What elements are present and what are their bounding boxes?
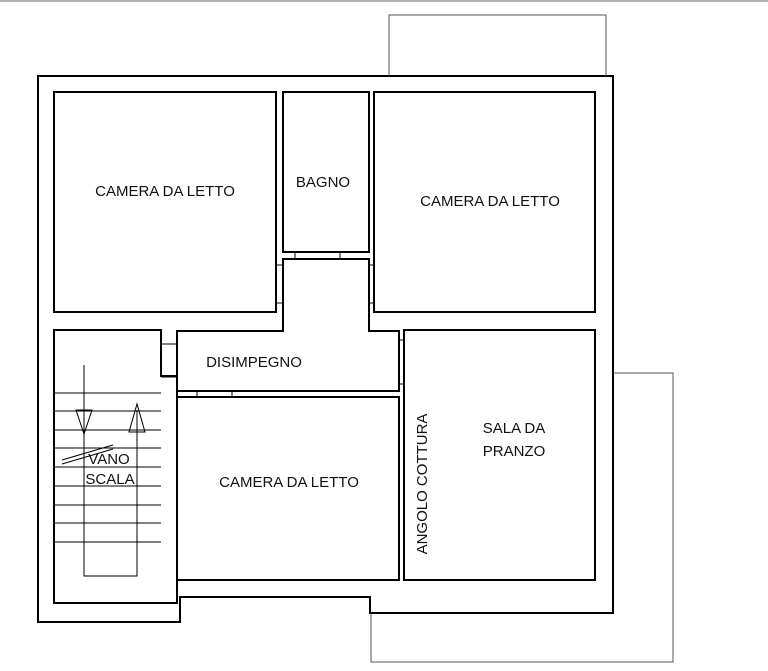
- stair-direction-lines: [61, 365, 146, 577]
- room-hallway: [176, 258, 400, 392]
- room-bathroom: [282, 91, 370, 253]
- room-bedroom-bottom: [176, 396, 400, 581]
- label-dining-room-line1: SALA DA: [483, 420, 546, 437]
- room-bedroom-top-right: [373, 91, 596, 313]
- label-bedroom-top-left: CAMERA DA LETTO: [95, 183, 235, 200]
- label-hallway: DISIMPEGNO: [206, 354, 302, 371]
- room-stairwell: [53, 329, 178, 604]
- label-bedroom-top-right: CAMERA DA LETTO: [420, 193, 560, 210]
- label-stairwell-line1: VANO: [88, 451, 129, 468]
- label-dining-room-line2: PRANZO: [483, 443, 546, 460]
- label-stairwell-line2: SCALA: [85, 471, 134, 488]
- room-dining-kitchen: [403, 329, 596, 581]
- label-bathroom: BAGNO: [296, 174, 350, 191]
- room-bedroom-top-left: [53, 91, 277, 313]
- top-balcony: [388, 14, 607, 76]
- right-terrace: [370, 372, 674, 663]
- door-marks: [161, 252, 404, 397]
- label-bedroom-bottom: CAMERA DA LETTO: [219, 474, 359, 491]
- outer-wall: [37, 75, 614, 623]
- label-kitchenette: ANGOLO COTTURA: [414, 414, 431, 555]
- stair-treads: [54, 392, 161, 543]
